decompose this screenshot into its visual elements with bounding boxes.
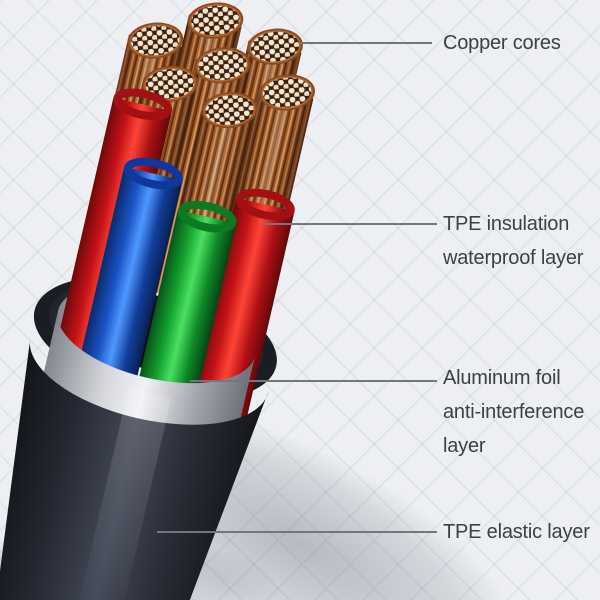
leader-line-copper-cores [300,42,432,44]
label-line: layer [443,435,486,457]
label-aluminum-foil-anti-interference-layer: Aluminum foil anti-interference layer [443,361,584,463]
leader-line-tpe-elastic [157,531,437,533]
jacket-sheen [74,388,172,600]
leader-line-tpe-insulation [263,223,437,225]
label-line: Copper cores [443,32,561,54]
label-line: anti-interference [443,401,585,423]
label-tpe-elastic-layer: TPE elastic layer [443,515,590,549]
label-line: waterproof layer [443,247,584,269]
label-tpe-insulation-waterproof-layer: TPE insulation waterproof layer [443,207,583,275]
label-line: TPE elastic layer [443,521,590,543]
label-copper-cores: Copper cores [443,26,561,60]
leader-line-aluminum-foil [190,380,437,382]
label-line: TPE insulation [443,213,570,235]
cable [0,2,315,600]
wire-blue [69,157,183,420]
wire-green [129,200,237,433]
label-line: Aluminum foil [443,367,561,389]
